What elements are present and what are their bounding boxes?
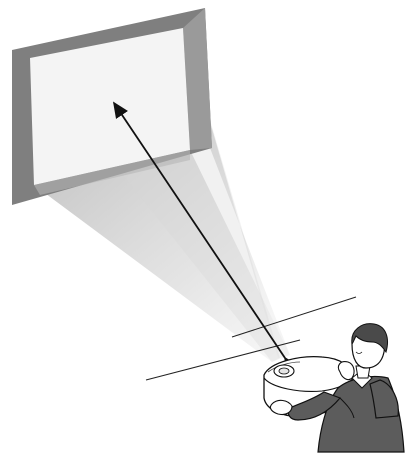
person-head [352,324,388,368]
person-hand-left [270,400,292,414]
